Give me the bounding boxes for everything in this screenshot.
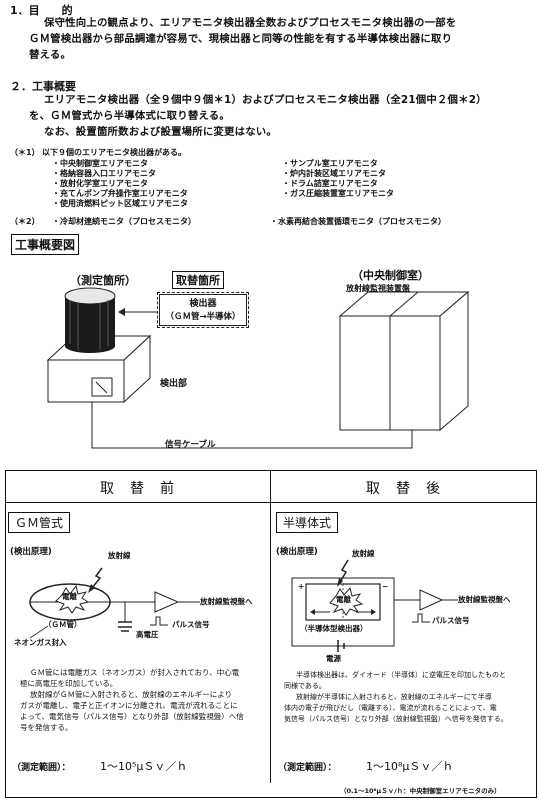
after-to-monitor-label: 放射線監視盤へ (458, 595, 511, 604)
replace-place-label: 取替箇所 (172, 271, 224, 289)
note2-left: ・冷却材連続モニタ（プロセスモニタ） (52, 217, 196, 226)
replace-arrowhead (118, 308, 125, 316)
semi-amplifier-icon (419, 589, 444, 611)
before-header: 取 替 前 (100, 481, 175, 497)
before-range-label: （測定範囲）： (12, 763, 71, 773)
section1-line-3: 替える。 (29, 49, 72, 61)
after-desc-1: 半導体検出器は、ダイオード（半導体）に逆電圧を印加したものと (296, 671, 506, 679)
section2-line-1: エリアモニタ検出器（全９個中９個＊1）およびプロセスモニタ検出器（全21個中２個… (44, 94, 487, 106)
note1-left-1: ・中央制御室エリアモニタ (52, 159, 148, 168)
after-range-value: 1～10⁸μＳｖ／ｈ (366, 760, 454, 773)
semi-ionization-burst-icon (329, 586, 364, 616)
detector-change-label: （ＧＭ管→半導体） (165, 312, 241, 322)
semi-pulse-icon (412, 613, 430, 623)
after-radiation-label: 放射線 (352, 549, 375, 558)
note1-left-4: ・充てんポンプ弁操作室エリアモニタ (52, 189, 188, 198)
high-voltage-label: 高電圧 (136, 630, 159, 639)
note1-left-3: ・放射化学室エリアモニタ (52, 179, 148, 188)
before-range-value: 1～10⁵μＳｖ／ｈ (100, 760, 188, 773)
neon-gas-label: ネオンガス封入 (14, 638, 67, 647)
amplifier-icon (154, 591, 180, 613)
note1-right-4: ・ガス圧縮装置室エリアモニタ (282, 189, 394, 198)
gm-tube-label: （ＧＭ管） (44, 620, 82, 629)
note1-label: （＊1） (10, 148, 40, 157)
detector-label: 検出器 (189, 299, 217, 309)
after-ionize-label: 電離 (336, 595, 351, 604)
before-type-label: ＧＭ管式 (8, 512, 71, 533)
power-label: 電源 (326, 654, 341, 663)
replace-detector-box: 検出器 （ＧＭ管→半導体） (157, 292, 249, 328)
section2-line-2: を、ＧＭ管式から半導体式に取り替える。 (29, 110, 230, 122)
control-room-label: （中央制御室） (352, 269, 429, 282)
table-column-divider (270, 470, 271, 783)
before-radiation-label: 放射線 (108, 551, 131, 560)
after-range-label: （測定範囲）： (278, 763, 337, 773)
radiation-arrow-icon (91, 567, 103, 589)
detector-unit-label: 検出部 (160, 379, 188, 389)
before-desc-3: 放射線がＧＭ管に入射されると、放射線のエネルギーにより (30, 690, 233, 699)
note2-right: ・水素再結合装置循環モニタ（プロセスモニタ） (270, 217, 446, 226)
comparison-table (5, 470, 537, 798)
note1-text: 以下９個のエリアモニタ検出器がある。 (42, 148, 186, 157)
after-type-label: 半導体式 (276, 512, 339, 533)
after-range-note: （0.1～10⁸μＳｖ/ｈ：中央制御室エリアモニタのみ） (340, 787, 501, 795)
note1-right-1: ・サンプル室エリアモニタ (282, 159, 378, 168)
control-panel (338, 290, 470, 432)
section1-heading: 1．目 的 (10, 4, 73, 17)
before-to-monitor-label: 放射線監視盤へ (200, 597, 253, 606)
after-pulse-label: パルス信号 (432, 616, 470, 625)
plus-sign: + (298, 582, 305, 591)
overview-title: 工事概要図 (11, 234, 80, 255)
before-principle-label: (検出原理) (10, 547, 52, 557)
before-desc-2: 極に高電圧を印加している。 (20, 679, 118, 688)
after-principle-label: (検出原理) (276, 547, 318, 557)
before-pulse-label: パルス信号 (172, 620, 210, 629)
ionization-burst-icon (55, 584, 90, 614)
note1-left-2: ・格納容器入口エリアモニタ (52, 169, 156, 178)
section1-line-1: 保守性向上の観点より、エリアモニタ検出器全数およびプロセスモニタ検出器の一部を (44, 17, 457, 29)
section2-heading: ２．工事概要 (10, 80, 76, 93)
note1-right-2: ・炉内計装区域エリアモニタ (282, 169, 386, 178)
panel-label: 放射線監視装置盤 (346, 284, 410, 293)
note1-right-3: ・ドラム詰室エリアモニタ (282, 179, 378, 188)
before-desc-6: 号を発信する。 (20, 723, 73, 732)
after-desc-3: 放射線が半導体に入射されると、放射線のエネルギーにて半導 (296, 693, 492, 701)
detector-cylinder-icon (64, 287, 116, 353)
semiconductor-detector-label: （半導体型検出器） (300, 624, 368, 633)
signal-cable-line (91, 400, 413, 449)
before-ionize-label: 電離 (62, 592, 77, 601)
minus-sign: − (382, 582, 389, 591)
section1-line-2: ＧＭ管検出器から部品調達が容易で、現検出器と同等の性能を有する半導体検出器に取り (29, 33, 453, 45)
note2-label: （＊2） (10, 217, 40, 226)
pulse-icon (150, 616, 168, 626)
note1-left-5: ・使用済燃料ピット区域エリアモニタ (52, 199, 188, 208)
semi-radiation-arrow-icon (339, 559, 349, 583)
after-desc-2: 同様である。 (284, 682, 326, 690)
before-desc-1: ＧＭ管には電離ガス（ネオンガス）が封入されており、中心電 (30, 668, 240, 677)
after-desc-4: 体内の電子が飛びだし（電離する）、電流が流れることによって、電 (284, 704, 497, 712)
after-header: 取 替 後 (366, 481, 441, 497)
measure-place-label: （測定箇所） (70, 274, 136, 287)
section2-line-3: なお、設置箇所数および設置場所に変更はない。 (44, 126, 277, 138)
signal-cable-label: 信号ケーブル (165, 440, 216, 450)
before-desc-4: ガスが電離し、電子と正イオンに分離され、電流が流れることに (20, 701, 238, 710)
after-desc-5: 気信号（パルス信号）となり外部（放射線監視盤）へ信号を発信する。 (284, 715, 508, 723)
before-desc-5: よって、電気信号（パルス信号）となり外部（放射線監視盤）へ信 (20, 712, 244, 721)
meter-icon (91, 377, 113, 397)
